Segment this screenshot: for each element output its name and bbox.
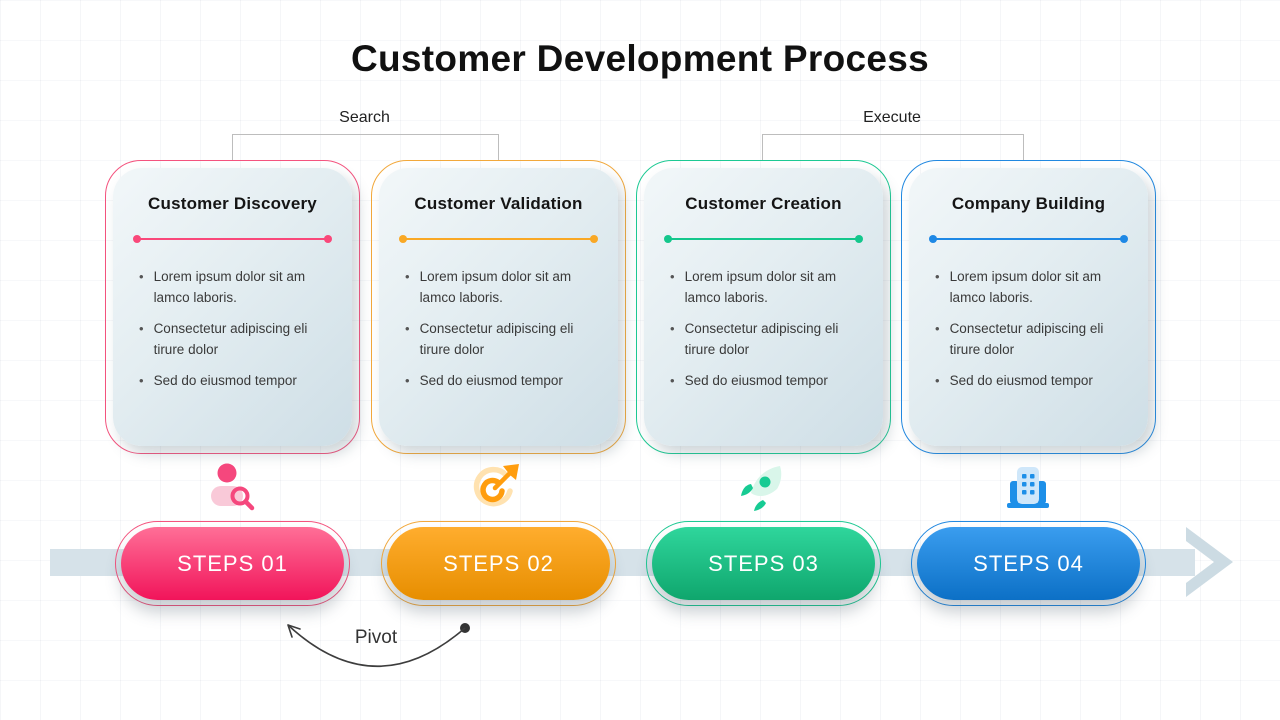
search-bracket	[232, 134, 499, 161]
bullet-marker: •	[935, 269, 940, 284]
step-pill-fill: STEPS 04	[917, 527, 1140, 600]
bullet-item: • Consectetur adipiscing eli tirure dolor	[670, 318, 869, 360]
bullet-list: • Lorem ipsum dolor sit am lamco laboris.…	[139, 266, 338, 401]
bullet-text: Consectetur adipiscing eli tirure dolor	[419, 321, 574, 357]
page-title: Customer Development Process	[351, 38, 929, 79]
bullet-item: • Lorem ipsum dolor sit am lamco laboris.	[670, 266, 869, 308]
step-label: STEPS 03	[708, 550, 819, 576]
bullet-text: Consectetur adipiscing eli tirure dolor	[684, 321, 839, 357]
bullet-item: • Consectetur adipiscing eli tirure dolor	[139, 318, 338, 360]
bullet-text: Lorem ipsum dolor sit am lamco laboris.	[153, 269, 306, 305]
bullet-item: • Lorem ipsum dolor sit am lamco laboris.	[935, 266, 1134, 308]
bullet-text: Consectetur adipiscing eli tirure dolor	[153, 321, 308, 357]
step-pill-4: STEPS 04	[911, 521, 1146, 606]
bullet-item: • Lorem ipsum dolor sit am lamco laboris.	[405, 266, 604, 308]
arrowhead-icon	[1186, 527, 1233, 597]
bullet-text: Sed do eiusmod tempor	[153, 373, 297, 388]
building-icon	[1007, 467, 1049, 508]
bullet-text: Lorem ipsum dolor sit am lamco laboris.	[949, 269, 1102, 305]
divider-dot	[929, 235, 937, 243]
card-title: Customer Discovery	[148, 194, 317, 213]
bullet-item: • Lorem ipsum dolor sit am lamco laboris.	[139, 266, 338, 308]
bullet-item: • Consectetur adipiscing eli tirure dolor	[935, 318, 1134, 360]
divider-dot	[855, 235, 863, 243]
target-dart-icon	[473, 464, 519, 507]
bullet-marker: •	[139, 373, 144, 388]
step-pill-fill: STEPS 02	[387, 527, 610, 600]
divider-dot	[590, 235, 598, 243]
step-pill-3: STEPS 03	[646, 521, 881, 606]
bullet-marker: •	[405, 321, 410, 336]
card-divider	[399, 235, 598, 243]
bullet-marker: •	[139, 321, 144, 336]
card-title: Customer Validation	[414, 194, 583, 213]
card-divider	[133, 235, 332, 243]
card-body: Customer Creation • Lorem ipsum dolor sit…	[644, 168, 883, 446]
bullet-text: Lorem ipsum dolor sit am lamco laboris.	[684, 269, 837, 305]
bullet-marker: •	[405, 269, 410, 284]
step-pill-fill: STEPS 03	[652, 527, 875, 600]
step-pill-2: STEPS 02	[381, 521, 616, 606]
bullet-item: • Sed do eiusmod tempor	[405, 370, 604, 391]
execute-bracket	[762, 134, 1024, 161]
bullet-list: • Lorem ipsum dolor sit am lamco laboris.…	[670, 266, 869, 401]
card-company-building: Company Building • Lorem ipsum dolor sit …	[901, 160, 1156, 454]
bullet-item: • Sed do eiusmod tempor	[670, 370, 869, 391]
card-title: Customer Creation	[685, 194, 842, 213]
bullet-item: • Consectetur adipiscing eli tirure dolor	[405, 318, 604, 360]
step-label: STEPS 04	[973, 550, 1084, 576]
pivot-label: Pivot	[354, 627, 398, 648]
bullet-marker: •	[935, 373, 940, 388]
bullet-text: Sed do eiusmod tempor	[419, 373, 563, 388]
card-title: Company Building	[951, 194, 1106, 213]
step-pill-1: STEPS 01	[115, 521, 350, 606]
bullet-marker: •	[139, 269, 144, 284]
rocket-icon	[741, 466, 782, 511]
card-body: Company Building • Lorem ipsum dolor sit …	[909, 168, 1148, 446]
card-body: Customer Discovery • Lorem ipsum dolor si…	[113, 168, 352, 446]
group-label-execute: Execute	[863, 109, 921, 126]
bullet-text: Sed do eiusmod tempor	[949, 373, 1093, 388]
divider-dot	[664, 235, 672, 243]
divider-dot	[399, 235, 407, 243]
bullet-list: • Lorem ipsum dolor sit am lamco laboris.…	[935, 266, 1134, 401]
bullet-marker: •	[935, 321, 940, 336]
pivot-arrow-icon	[287, 623, 470, 667]
bullet-list: • Lorem ipsum dolor sit am lamco laboris.…	[405, 266, 604, 401]
bullet-marker: •	[670, 373, 675, 388]
bullet-marker: •	[670, 269, 675, 284]
group-label-search: Search	[339, 109, 390, 126]
step-label: STEPS 02	[443, 550, 554, 576]
user-search-icon	[211, 463, 255, 511]
card-customer-discovery: Customer Discovery • Lorem ipsum dolor si…	[105, 160, 360, 454]
card-divider	[664, 235, 863, 243]
divider-dot	[324, 235, 332, 243]
bullet-text: Consectetur adipiscing eli tirure dolor	[949, 321, 1104, 357]
card-customer-creation: Customer Creation • Lorem ipsum dolor sit…	[636, 160, 891, 454]
divider-dot	[133, 235, 141, 243]
bullet-marker: •	[670, 321, 675, 336]
step-pill-fill: STEPS 01	[121, 527, 344, 600]
divider-dot	[1120, 235, 1128, 243]
bullet-item: • Sed do eiusmod tempor	[139, 370, 338, 391]
bullet-marker: •	[405, 373, 410, 388]
card-body: Customer Validation • Lorem ipsum dolor s…	[379, 168, 618, 446]
card-divider	[929, 235, 1128, 243]
bullet-text: Lorem ipsum dolor sit am lamco laboris.	[419, 269, 572, 305]
step-label: STEPS 01	[177, 550, 288, 576]
bullet-item: • Sed do eiusmod tempor	[935, 370, 1134, 391]
card-customer-validation: Customer Validation • Lorem ipsum dolor s…	[371, 160, 626, 454]
bullet-text: Sed do eiusmod tempor	[684, 373, 828, 388]
